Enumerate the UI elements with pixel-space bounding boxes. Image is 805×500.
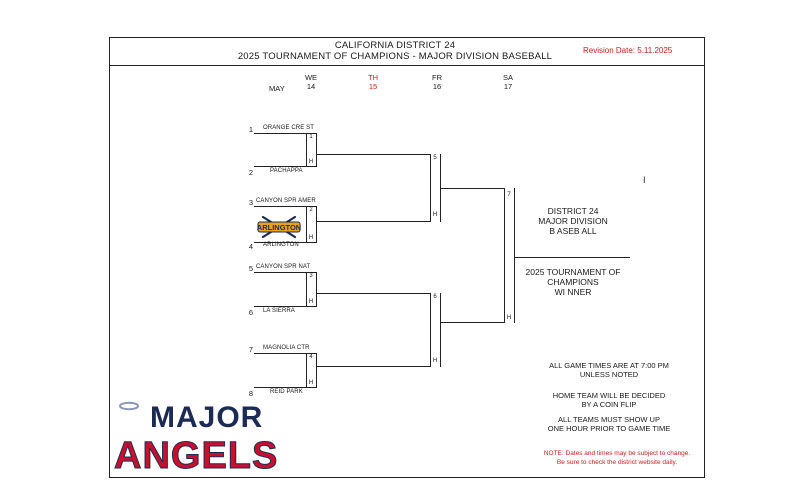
winner-subheading: 2025 TOURNAMENT OF CHAMPIONS WI NNER — [525, 267, 621, 297]
winner-marker: I — [643, 175, 646, 185]
seed-2: 2 — [248, 168, 253, 177]
team-reid-park: REID PARK — [270, 389, 303, 395]
team-la-sierra: LA SIERRA — [263, 308, 295, 314]
game-number-2: 2 — [309, 207, 313, 213]
team-pachappa: PACHAPPA — [270, 168, 303, 174]
game-number-4: 4 — [309, 354, 313, 360]
team-canyon-spr-nat: CANYON SPR NAT — [256, 264, 311, 270]
title-line-2: 2025 TOURNAMENT OF CHAMPIONS - MAJOR DIV… — [237, 51, 553, 62]
game-number-3: 3 — [309, 273, 313, 279]
note-disclaimer: NOTE: Dates and times may be subject to … — [543, 450, 691, 466]
game-number-7: 7 — [507, 192, 511, 198]
home-marker-game-6: H — [432, 358, 438, 364]
seed-7: 7 — [248, 345, 253, 354]
team-arlington: ARLINGTON — [263, 242, 299, 248]
svg-text:ARLINGTON: ARLINGTON — [257, 223, 301, 232]
svg-text:MAJOR: MAJOR — [150, 401, 263, 434]
home-marker-game-7: H — [506, 315, 512, 321]
seed-1: 1 — [248, 125, 253, 134]
team-orange-crest: ORANGE CRE ST — [263, 125, 314, 131]
month-label: MAY — [269, 84, 285, 93]
major-angels-logo: MAJOR ANGELS — [114, 401, 278, 472]
game-number-1: 1 — [309, 134, 313, 140]
seed-3: 3 — [248, 198, 253, 207]
revision-date: Revision Date: 5.11.2025 — [583, 46, 673, 55]
bracket-sheet — [109, 37, 705, 478]
home-marker-game-3: H — [308, 299, 314, 305]
home-marker-game-4: H — [308, 380, 314, 386]
winner-heading: DISTRICT 24 MAJOR DIVISION B ASEB ALL — [538, 206, 608, 236]
seed-8: 8 — [248, 389, 253, 398]
seed-5: 5 — [248, 264, 253, 273]
game-number-6: 6 — [433, 294, 437, 300]
home-marker-game-1: H — [308, 159, 314, 165]
header-divider — [109, 65, 705, 66]
svg-text:ANGELS: ANGELS — [114, 435, 278, 472]
team-magnolia-ctr: MAGNOLIA CTR — [263, 345, 310, 351]
team-canyon-spr-amer: CANYON SPR AMER — [256, 198, 316, 204]
arlington-team-logo: ARLINGTON — [257, 215, 301, 239]
home-marker-game-5: H — [432, 212, 438, 218]
title-line-1: CALIFORNIA DISTRICT 24 — [334, 40, 456, 51]
home-marker-game-2: H — [308, 235, 314, 241]
game-number-5: 5 — [433, 155, 437, 161]
seed-6: 6 — [248, 308, 253, 317]
seed-4: 4 — [248, 242, 253, 251]
